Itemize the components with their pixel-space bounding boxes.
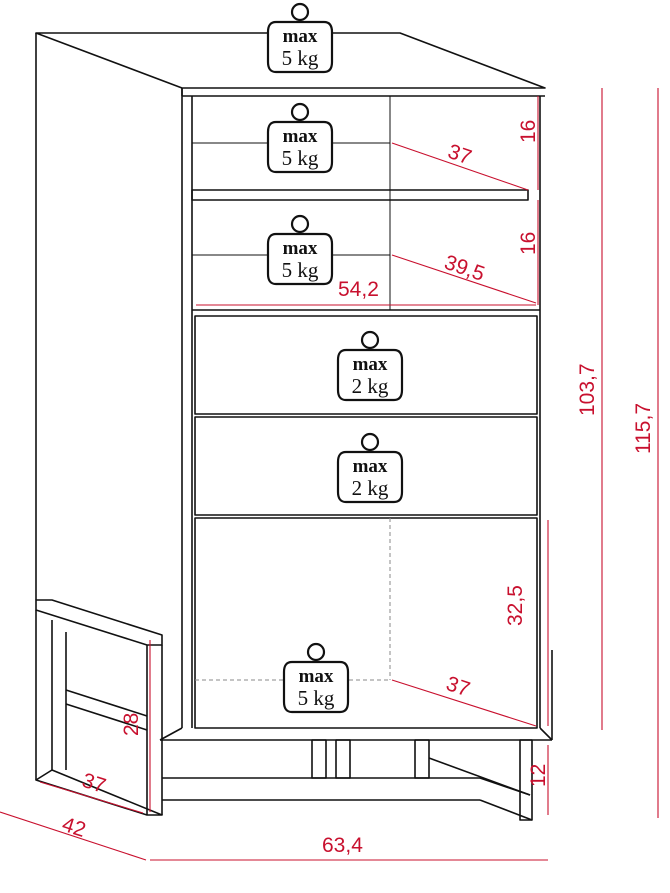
dim-line-shelf-depth-top — [391, 142, 529, 191]
leg-frame-crossbar-2 — [65, 703, 148, 731]
label-bottom-depth: 37 — [443, 672, 473, 701]
drawer-1 — [194, 315, 538, 415]
dimension-lines — [0, 88, 659, 861]
label-inner-width: 54,2 — [338, 278, 379, 301]
label-leg-depth: 37 — [79, 769, 108, 798]
dim-line-shelf-depth-middle — [391, 254, 537, 304]
svg-text:5 kg: 5 kg — [282, 46, 319, 70]
label-total-width: 63,4 — [322, 834, 363, 857]
svg-text:5 kg: 5 kg — [282, 146, 319, 170]
svg-text:max: max — [299, 666, 334, 687]
label-shelf-height-top: 16 — [517, 120, 540, 143]
leg-frame-top — [35, 599, 163, 646]
weight-icon-bottom: max 5 kg — [282, 642, 350, 714]
label-base-height: 12 — [527, 764, 550, 787]
svg-text:max: max — [353, 354, 388, 375]
cabinet-structure — [35, 32, 553, 821]
base-leg-3 — [414, 739, 430, 779]
svg-text:2 kg: 2 kg — [352, 374, 389, 398]
leg-frame-crossbar-1 — [65, 689, 148, 717]
label-shelf-depth-top: 37 — [445, 140, 475, 169]
dim-line-leg-depth — [39, 781, 144, 814]
dim-line-total-depth — [0, 811, 147, 861]
label-bottom-height: 32,5 — [504, 585, 527, 626]
svg-text:max: max — [283, 126, 318, 147]
label-shelf-depth-middle: 39,5 — [441, 251, 487, 286]
base-leg-1 — [311, 739, 327, 779]
weight-icon-shelf-2: max 5 kg — [266, 214, 334, 286]
weight-icon-top: max 5 kg — [266, 2, 334, 74]
base-leg-2 — [335, 739, 351, 779]
base-right-rail — [428, 757, 531, 796]
svg-text:2 kg: 2 kg — [352, 476, 389, 500]
svg-text:max: max — [283, 26, 318, 47]
middle-shelf-board — [191, 189, 529, 201]
svg-text:5 kg: 5 kg — [282, 258, 319, 282]
weight-icon-drawer-2: max 2 kg — [336, 432, 404, 504]
svg-text:5 kg: 5 kg — [298, 686, 335, 710]
bottom-compartment — [194, 517, 538, 729]
label-total-height: 115,7 — [632, 403, 655, 454]
svg-text:max: max — [353, 456, 388, 477]
plinth-left-join — [159, 727, 183, 741]
label-shelf-height-middle: 16 — [517, 232, 540, 255]
base-right-bottom — [479, 799, 533, 821]
weight-icon-drawer-1: max 2 kg — [336, 330, 404, 402]
base-right-foot — [519, 739, 533, 821]
weight-icon-shelf-1: max 5 kg — [266, 102, 334, 174]
label-leg-height: 28 — [120, 713, 143, 736]
svg-text:max: max — [283, 238, 318, 259]
drawer-2 — [194, 416, 538, 516]
label-total-depth: 42 — [59, 813, 88, 842]
plinth-right-join — [539, 727, 553, 741]
dim-line-bottom-depth — [391, 679, 537, 727]
label-cabinet-height: 103,7 — [576, 363, 599, 416]
